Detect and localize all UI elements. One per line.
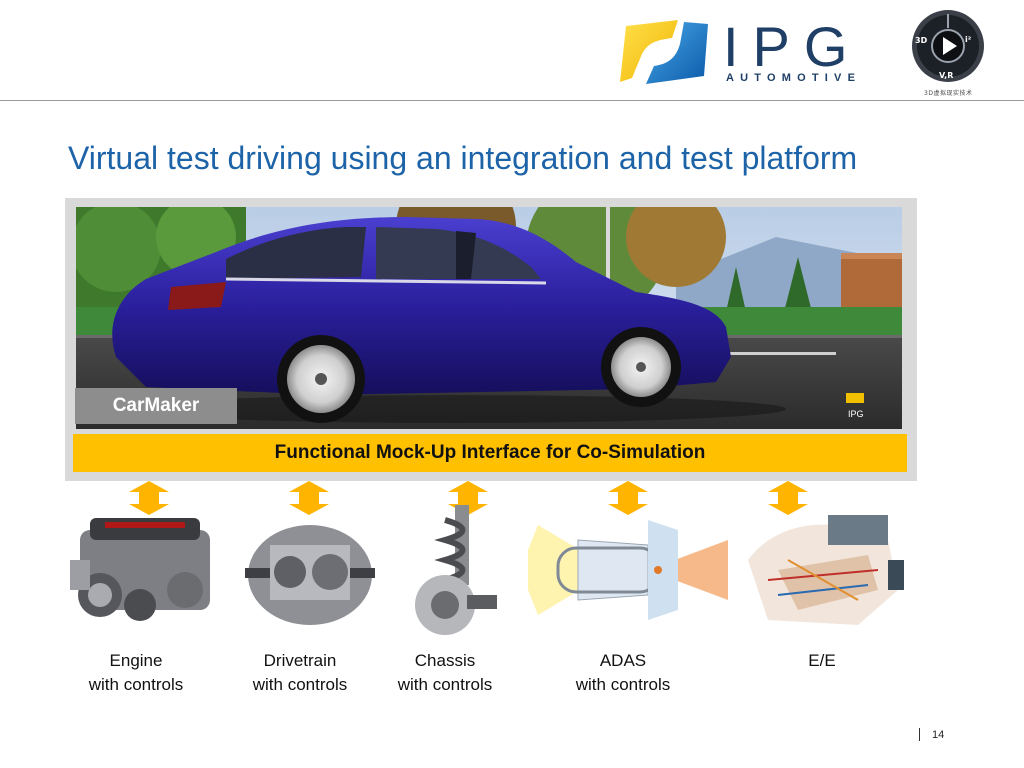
component-sub: with controls: [397, 675, 493, 694]
component-name: Drivetrain: [263, 651, 337, 670]
vr-badge: 3D i² V,R 3D虚拟现实技术: [910, 8, 986, 97]
ee-image: [748, 515, 904, 625]
double-arrow-icon: [289, 481, 329, 515]
component-label-chassis: Chassis with controls: [370, 649, 520, 697]
component-name: Engine: [109, 651, 163, 670]
logo-subtitle: AUTOMOTIVE: [726, 72, 862, 84]
component-sub: with controls: [252, 675, 348, 694]
component-sub: with controls: [88, 675, 184, 694]
component-sub: with controls: [575, 675, 671, 694]
engine-image: [70, 518, 210, 621]
page-number-divider: [919, 728, 920, 741]
double-arrow-icon: [129, 481, 169, 515]
drivetrain-image: [245, 525, 375, 625]
double-arrow-icon: [768, 481, 808, 515]
chassis-image: [415, 505, 497, 635]
page-number: 14: [932, 729, 945, 741]
slide-title: Virtual test driving using an integratio…: [68, 140, 858, 176]
component-name: ADAS: [599, 651, 647, 670]
component-label-ee: E/E: [747, 649, 897, 673]
component-name: E/E: [808, 651, 836, 670]
scene-logo-text: IPG: [848, 409, 864, 419]
carmaker-scene-image: IPG: [76, 207, 902, 429]
badge-3d-text: 3D: [915, 36, 928, 45]
carmaker-label: CarMaker: [75, 388, 237, 424]
ipg-automotive-logo: IPG AUTOMOTIVE: [618, 16, 868, 88]
component-label-adas: ADAS with controls: [548, 649, 698, 697]
component-label-engine: Engine with controls: [61, 649, 211, 697]
fmi-interface-bar: Functional Mock-Up Interface for Co-Simu…: [73, 434, 907, 472]
header-divider: [0, 100, 1024, 101]
badge-vr-text: V,R: [939, 71, 954, 80]
logo-wordmark: IPG: [723, 15, 862, 78]
component-name: Chassis: [414, 651, 476, 670]
double-arrow-icon: [608, 481, 648, 515]
badge-i2-text: i²: [965, 35, 972, 44]
ipg-logo-mark-icon: [620, 20, 708, 84]
vr-badge-icon: [912, 10, 984, 82]
badge-caption: 3D虚拟现实技术: [924, 90, 973, 97]
adas-image: [528, 520, 728, 620]
component-label-drivetrain: Drivetrain with controls: [225, 649, 375, 697]
